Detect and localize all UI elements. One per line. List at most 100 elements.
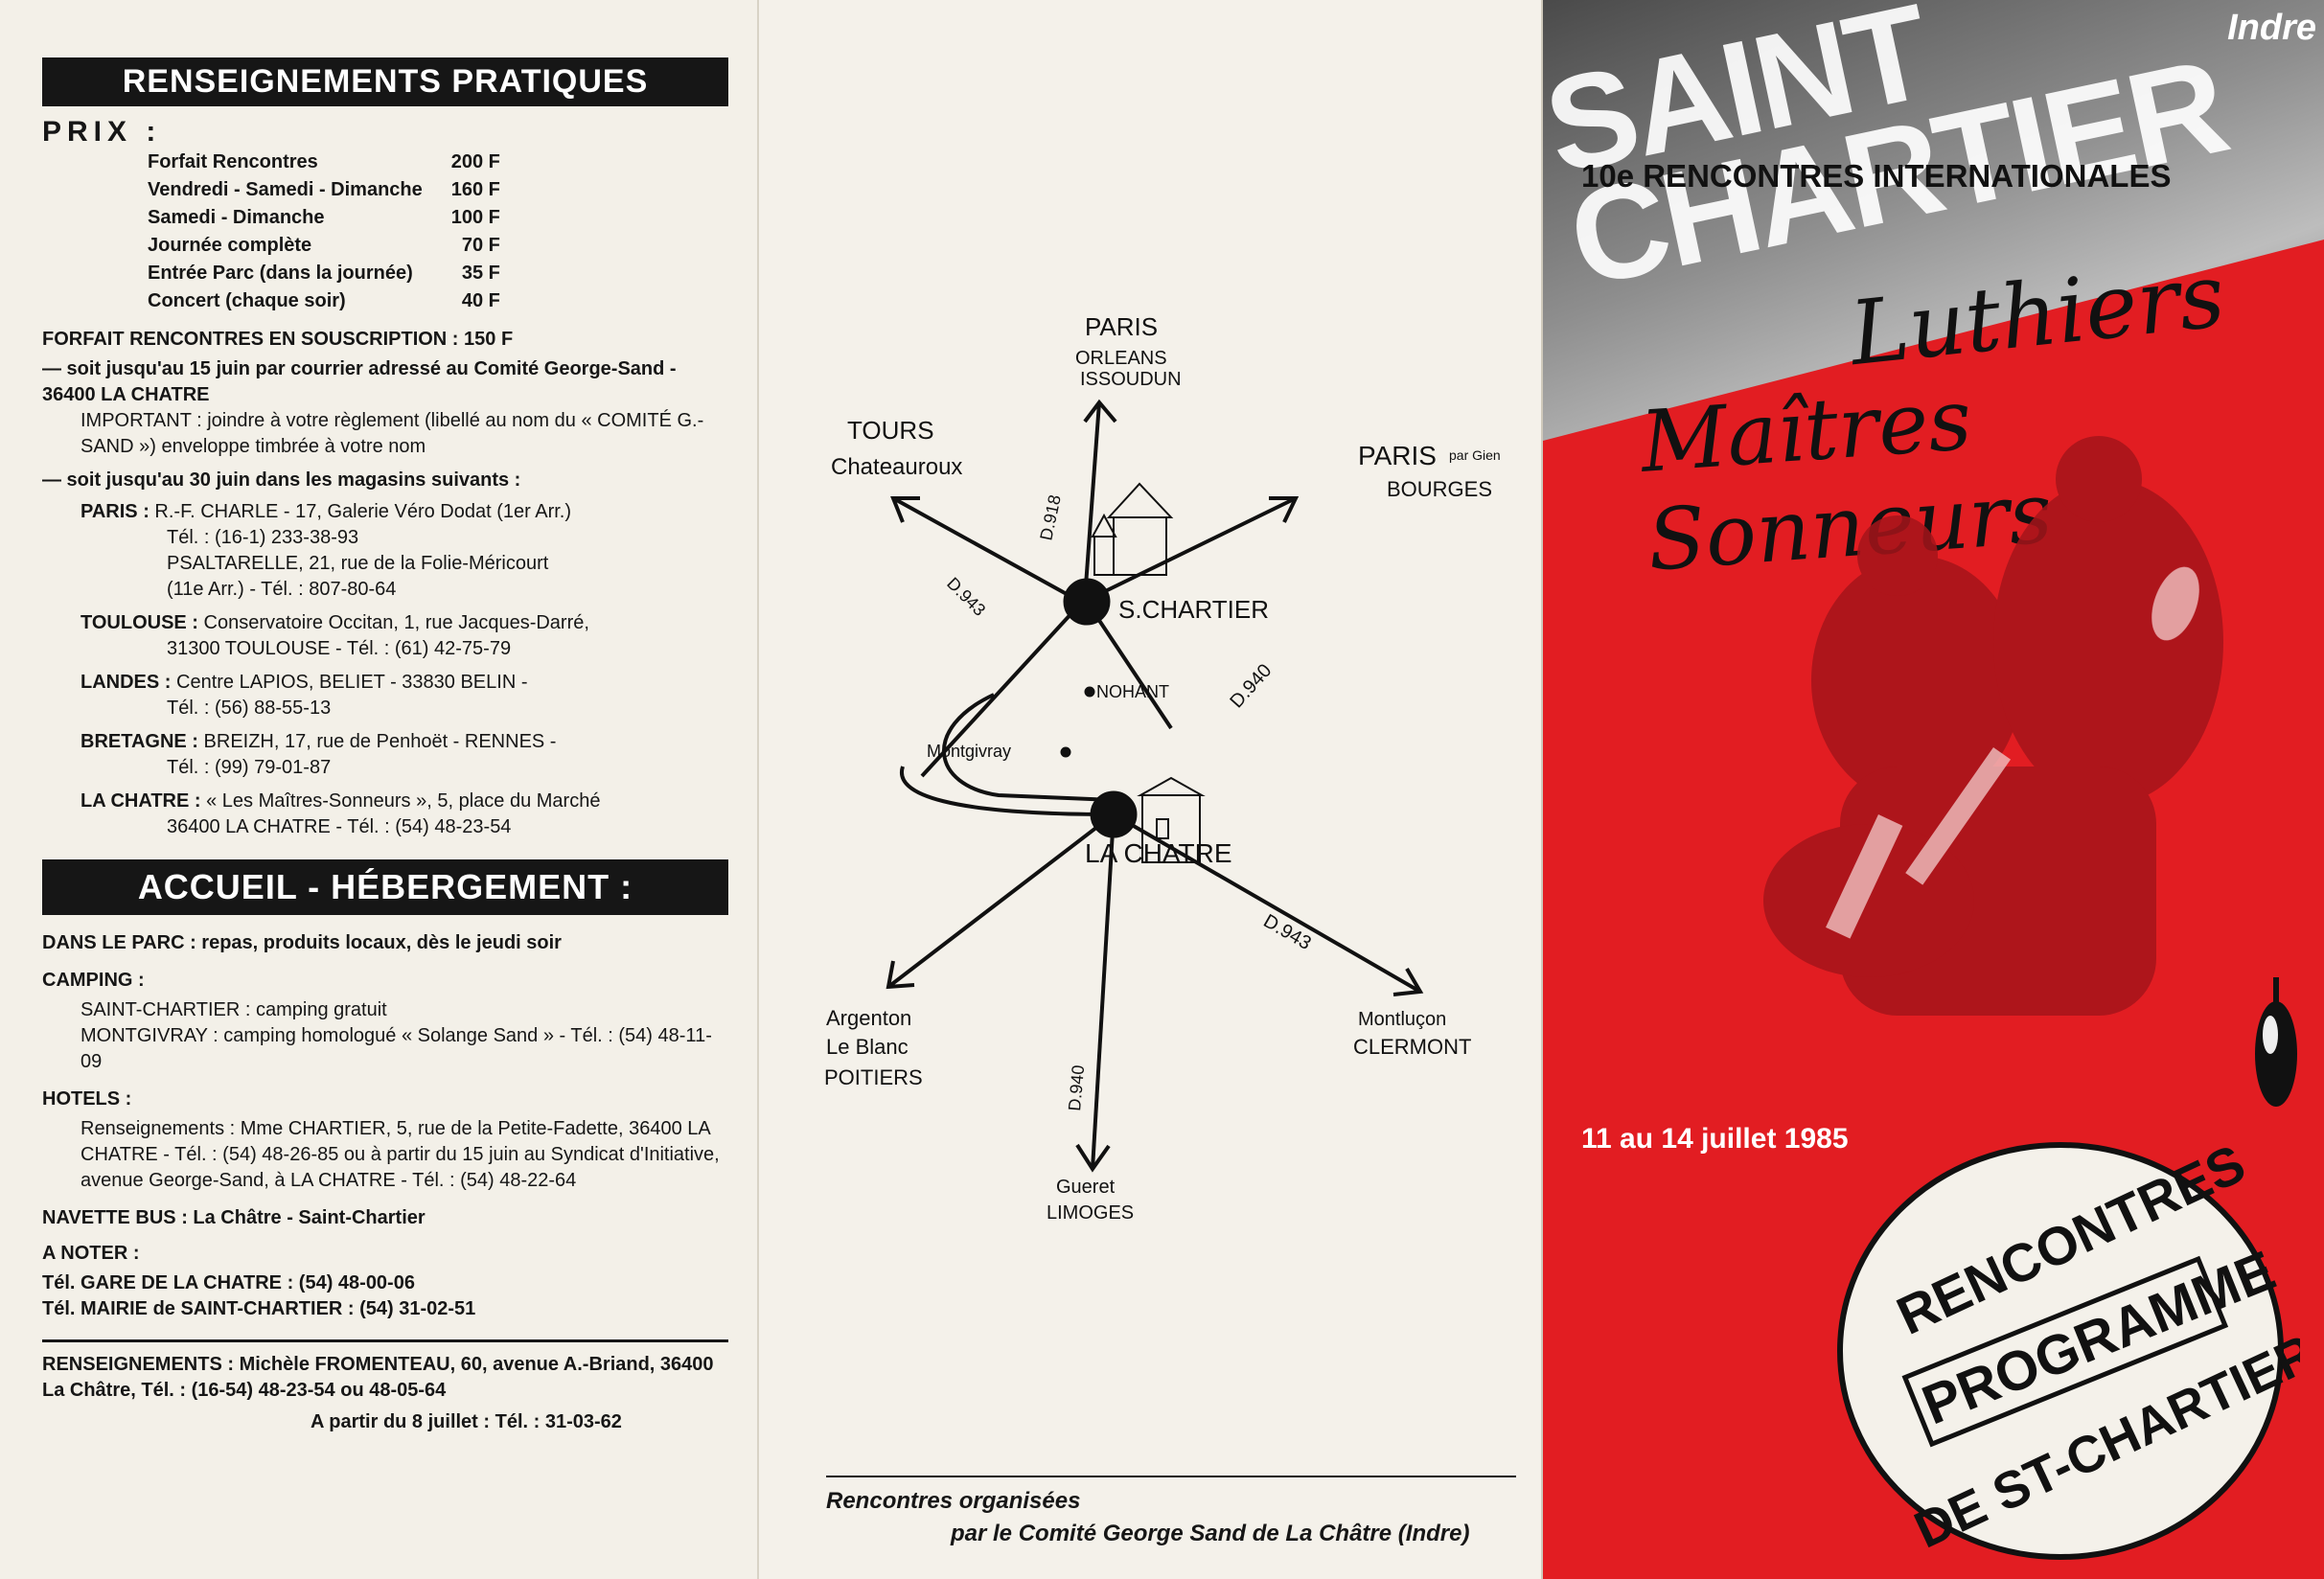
map-label-paris: PARIS xyxy=(1085,312,1158,341)
important-note: IMPORTANT : joindre à votre règlement (l… xyxy=(81,410,704,457)
map-labels: PARIS ORLEANS ISSOUDUN TOURS Chateauroux… xyxy=(824,312,1501,1224)
map-label-d940-north: D.940 xyxy=(1226,660,1276,712)
road-montlucon xyxy=(1112,812,1422,994)
arrow-montlucon xyxy=(1392,967,1424,996)
road-d943-west xyxy=(920,597,1087,778)
nohant-dot xyxy=(1084,686,1095,698)
hotels-info: Renseignements : Mme CHARTIER, 5, rue de… xyxy=(81,1118,720,1191)
camping-saint-chartier: SAINT-CHARTIER : camping gratuit xyxy=(81,999,387,1020)
map-label-poitiers: POITIERS xyxy=(824,1065,923,1089)
musicians-silhouette-icon xyxy=(1763,436,2223,1016)
store-entry: LA CHATRE : « Les Maîtres-Sonneurs », 5,… xyxy=(81,790,601,812)
parc-info: DANS LE PARC : repas, produits locaux, d… xyxy=(42,932,562,953)
map-label-le-blanc: Le Blanc xyxy=(826,1035,909,1059)
arrow-gueret xyxy=(1075,1143,1111,1173)
store-entry: TOULOUSE : Conservatoire Occitan, 1, rue… xyxy=(81,612,589,633)
map-label-d943-south: D.943 xyxy=(1260,910,1315,954)
store-tel: (11e Arr.) - Tél. : 807-80-64 xyxy=(167,579,397,600)
store-tel: 36400 LA CHATRE - Tél. : (54) 48-23-54 xyxy=(167,816,512,837)
price-row: Concert (chaque soir)40 F xyxy=(148,290,500,311)
road-montgivray xyxy=(942,693,1115,802)
arrow-argenton xyxy=(886,960,915,990)
map-label-limoges: LIMOGES xyxy=(1047,1202,1134,1224)
camping-montgivray: MONTGIVRAY : camping homologué « Solange… xyxy=(81,1025,712,1072)
price-row: Entrée Parc (dans la journée)35 F xyxy=(148,263,500,284)
camping-label: CAMPING : xyxy=(42,970,145,991)
cover-indre: Indre xyxy=(2227,8,2316,48)
road-lines xyxy=(886,399,1424,1173)
organizer-credit: Rencontres organisées par le Comité Geor… xyxy=(826,1476,1516,1550)
road-argenton xyxy=(886,812,1116,989)
tel-mairie: Tél. MAIRIE de SAINT-CHARTIER : (54) 31-… xyxy=(42,1298,476,1319)
map-label-la-chatre: LA CHATRE xyxy=(1085,838,1232,868)
road-map: PARIS ORLEANS ISSOUDUN TOURS Chateauroux… xyxy=(824,312,1501,1224)
church-sketch-icon xyxy=(1137,776,1206,863)
arrow-tours xyxy=(890,496,920,523)
map-label-gueret: Gueret xyxy=(1056,1177,1116,1198)
la-chatre-dot xyxy=(1090,790,1138,838)
credit-line-1: Rencontres organisées xyxy=(826,1488,1081,1514)
practical-info-header: RENSEIGNEMENTS PRATIQUES xyxy=(42,57,728,106)
castle-sketch-icon xyxy=(1091,482,1174,576)
map-label-argenton: Argenton xyxy=(826,1006,911,1030)
arrow-paris xyxy=(1083,399,1117,423)
bagpipe-icon xyxy=(2255,977,2297,1107)
tel-gare: Tél. GARE DE LA CHATRE : (54) 48-00-06 xyxy=(42,1272,415,1293)
forfait-souscription: FORFAIT RENCONTRES EN SOUSCRIPTION : 150… xyxy=(42,329,514,350)
store-entry: PSALTARELLE, 21, rue de la Folie-Méricou… xyxy=(167,553,549,574)
programme-stamp: RENCONTRES PROGRAMME DE ST-CHARTIER xyxy=(1837,1133,2300,1560)
store-entry: PARIS : R.-F. CHARLE - 17, Galerie Véro … xyxy=(81,501,572,522)
credit-line-2: par le Comité George Sand de La Châtre (… xyxy=(951,1521,1470,1546)
road-paris xyxy=(1083,401,1101,600)
store-entry: BRETAGNE : BREIZH, 17, rue de Penhoët - … xyxy=(81,731,557,752)
divider xyxy=(42,1339,728,1342)
hotels-label: HOTELS : xyxy=(42,1088,132,1110)
map-label-tours: TOURS xyxy=(847,416,934,445)
renseignements-juillet: A partir du 8 juillet : Tél. : 31-03-62 xyxy=(311,1411,622,1432)
cover-panel: SAINT CHARTIER Indre 10e RENCONTRES INTE… xyxy=(1543,0,2324,1579)
map-label-orleans: ORLEANS xyxy=(1075,348,1167,369)
souscription-courrier: — soit jusqu'au 15 juin par courrier adr… xyxy=(42,358,677,405)
map-label-par-gien: par Gien xyxy=(1449,447,1501,463)
saint-chartier-dot xyxy=(1063,578,1111,626)
store-tel: Tél. : (56) 88-55-13 xyxy=(167,698,332,719)
map-label-clermont: CLERMONT xyxy=(1353,1035,1471,1059)
store-tel: Tél. : (16-1) 233-38-93 xyxy=(167,527,359,548)
road-gueret xyxy=(1091,813,1116,1170)
renseignements-contact: RENSEIGNEMENTS : Michèle FROMENTEAU, 60,… xyxy=(42,1354,714,1401)
practical-info-panel: RENSEIGNEMENTS PRATIQUES PRIX : Forfait … xyxy=(0,0,757,1579)
map-label-chateauroux: Chateauroux xyxy=(831,454,962,480)
map-label-issoudun: ISSOUDUN xyxy=(1080,369,1182,390)
map-label-d943-north: D.943 xyxy=(943,574,989,620)
road-bourges xyxy=(1089,496,1297,601)
montgivray-dot xyxy=(1060,746,1071,758)
map-label-d918: D.918 xyxy=(1036,493,1065,542)
map-label-d940-south: D.940 xyxy=(1065,1064,1088,1112)
map-label-montgivray: Montgivray xyxy=(927,742,1011,761)
cover-subtitle: 10e RENCONTRES INTERNATIONALES xyxy=(1581,158,2172,194)
cover-dates: 11 au 14 juillet 1985 xyxy=(1581,1123,1849,1155)
stamp-box xyxy=(1901,1255,2229,1448)
arrow-bourges xyxy=(1269,496,1300,523)
map-label-nohant: NOHANT xyxy=(1096,682,1169,701)
store-entry: LANDES : Centre LAPIOS, BELIET - 33830 B… xyxy=(81,672,528,693)
navette-bus: NAVETTE BUS : La Châtre - Saint-Chartier xyxy=(42,1207,426,1228)
store-tel: 31300 TOULOUSE - Tél. : (61) 42-75-79 xyxy=(167,638,512,659)
prix-label: PRIX : xyxy=(42,116,162,148)
road-curve xyxy=(899,766,1115,816)
map-label-bourges: BOURGES xyxy=(1387,477,1492,501)
souscription-magasins: — soit jusqu'au 30 juin dans les magasin… xyxy=(42,469,521,491)
accueil-header: ACCUEIL - HÉBERGEMENT : xyxy=(42,859,728,915)
map-label-saint-chartier: S.CHARTIER xyxy=(1118,595,1269,624)
road-tours xyxy=(892,496,1076,601)
store-tel: Tél. : (99) 79-01-87 xyxy=(167,757,332,778)
noter-label: A NOTER : xyxy=(42,1243,140,1264)
map-label-paris-bourges: PARIS xyxy=(1358,441,1437,470)
map-panel: PARIS ORLEANS ISSOUDUN TOURS Chateauroux… xyxy=(757,0,1543,1579)
